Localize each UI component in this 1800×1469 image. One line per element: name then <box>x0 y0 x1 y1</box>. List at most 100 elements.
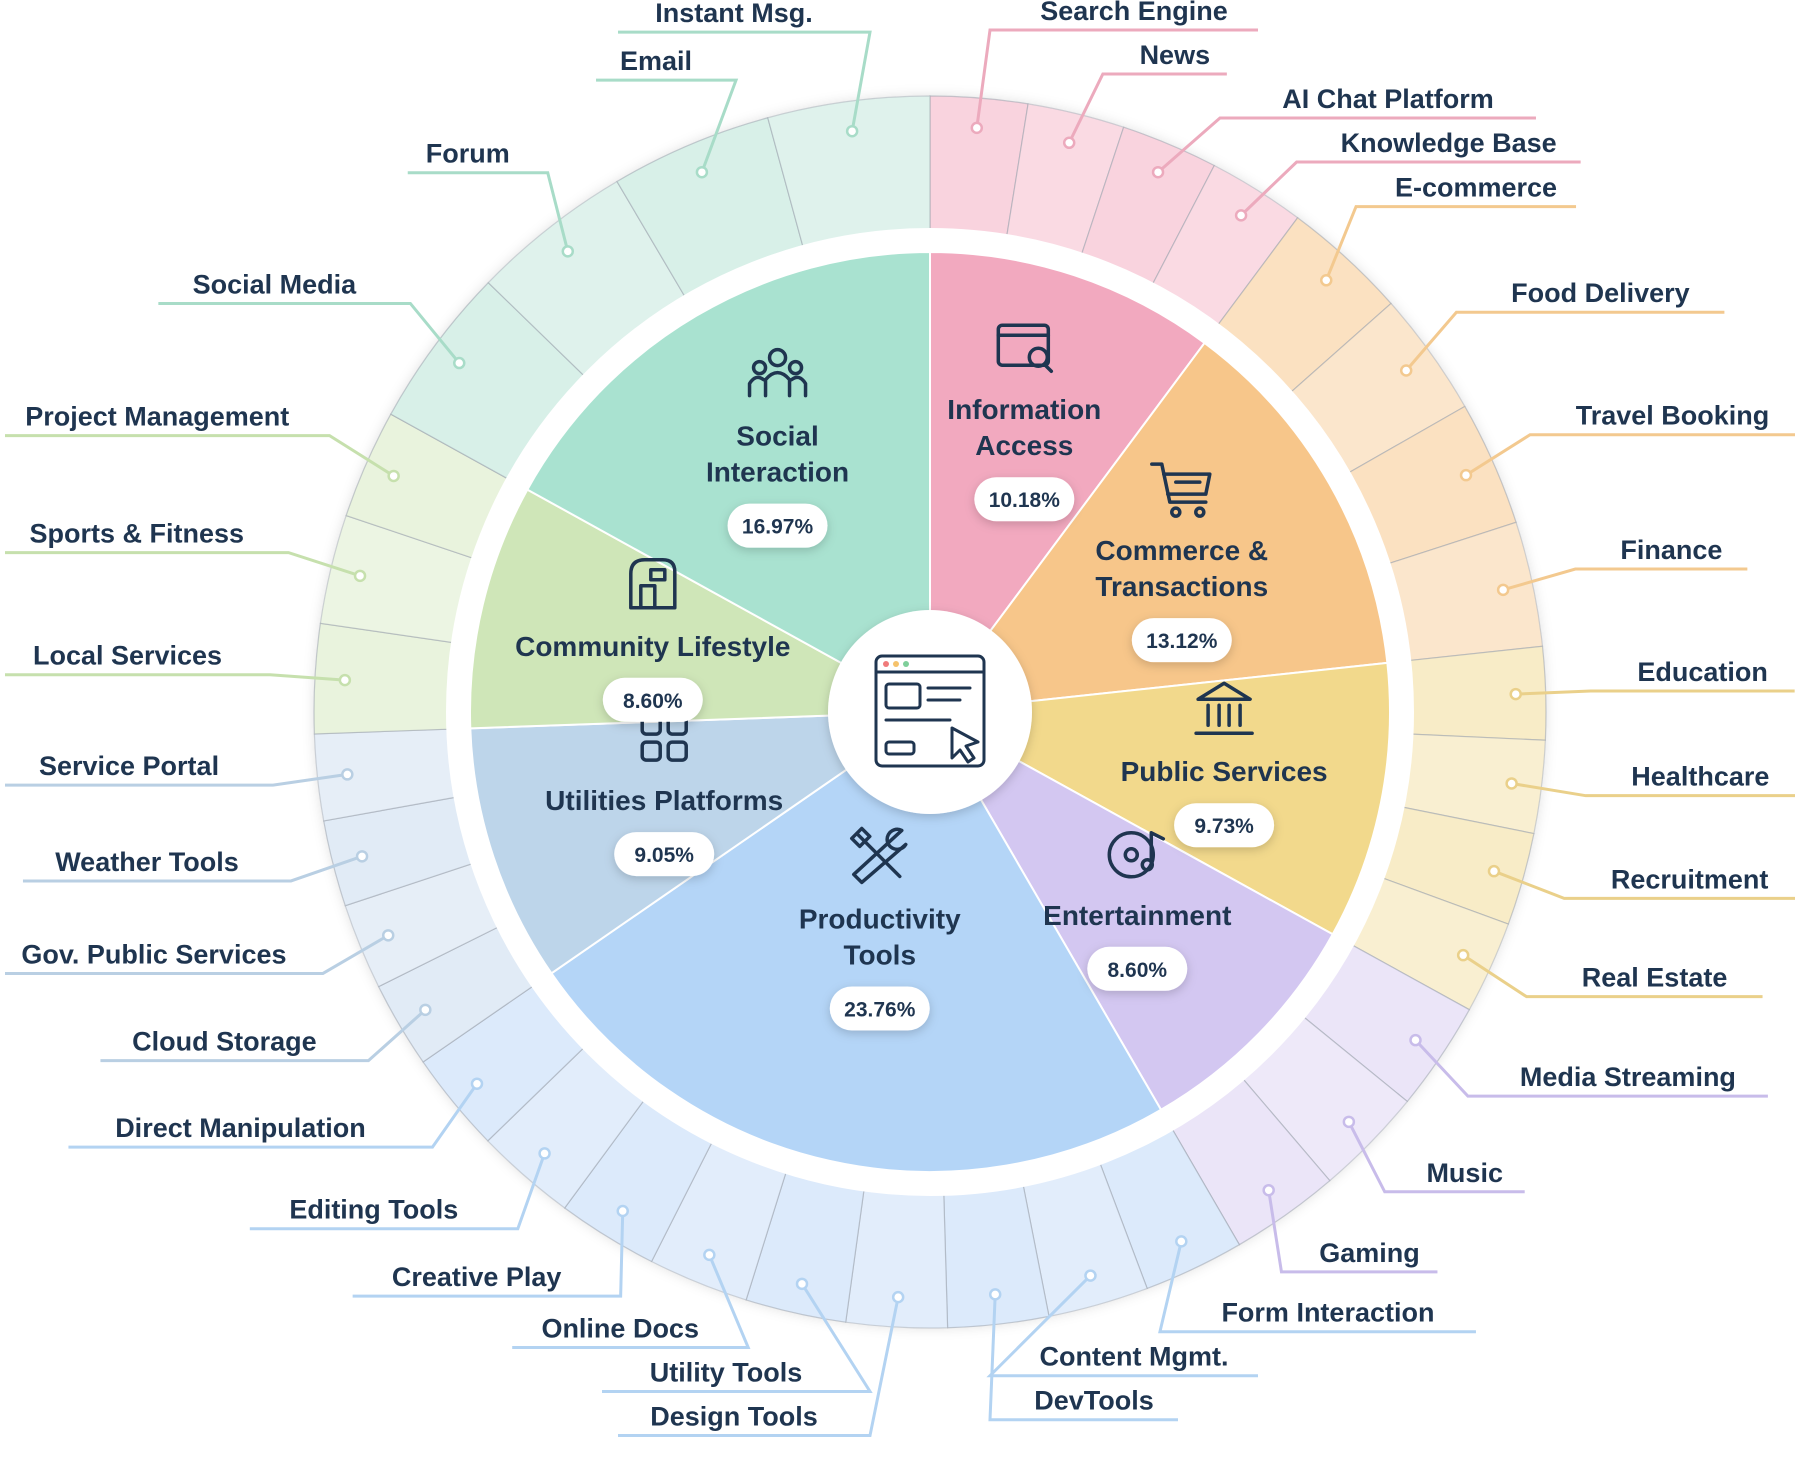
percent-badge: 9.05% <box>614 832 715 877</box>
percent-label: 9.73% <box>1194 815 1254 838</box>
tools-icon <box>850 826 908 885</box>
music-disc-icon <box>1107 831 1166 879</box>
leader-dot <box>1459 468 1473 482</box>
leader-line <box>5 673 345 682</box>
leader-travel-booking: Travel Booking <box>1459 401 1795 482</box>
leader-social-media: Social Media <box>158 269 466 370</box>
leader-design-tools: Design Tools <box>618 1290 905 1438</box>
subcategory-label-education: Education <box>1637 657 1768 687</box>
leader-line <box>68 1082 479 1149</box>
subcategory-label-online-docs: Online Docs <box>541 1314 699 1344</box>
percent-badge: 13.12% <box>1131 618 1232 663</box>
leader-dot <box>695 165 709 179</box>
percent-label: 8.60% <box>1108 959 1168 982</box>
leader-dot <box>470 1077 484 1090</box>
leader-line <box>5 551 361 578</box>
leader-dot <box>1456 948 1470 962</box>
leader-line <box>5 434 395 478</box>
leader-gov-public-services: Gov. Public Services <box>5 929 395 975</box>
subcategory-label-healthcare: Healthcare <box>1631 762 1769 792</box>
subcategory-label-local-services: Local Services <box>33 641 222 671</box>
leader-dot <box>1320 274 1333 287</box>
leader-utility-tools: Utility Tools <box>602 1277 873 1394</box>
subcategory-label-content-mgmt: Content Mgmt. <box>1040 1342 1229 1372</box>
category-label: Entertainment <box>1043 900 1231 931</box>
building-icon <box>629 558 677 610</box>
leader-food-delivery: Food Delivery <box>1399 278 1725 377</box>
leader-line <box>512 1254 751 1350</box>
leader-line <box>618 1296 900 1438</box>
leader-online-docs: Online Docs <box>512 1248 751 1350</box>
leader-dot <box>703 1248 716 1262</box>
leader-devtools: DevTools <box>988 1288 1178 1422</box>
leader-media-streaming: Media Streaming <box>1409 1033 1768 1098</box>
leader-dot <box>1234 209 1248 222</box>
subcategory-label-cloud-storage: Cloud Storage <box>132 1027 317 1057</box>
percent-label: 13.12% <box>1146 630 1218 653</box>
leader-dot <box>1487 864 1501 878</box>
leader-healthcare: Healthcare <box>1505 762 1795 798</box>
leader-local-services: Local Services <box>5 641 352 687</box>
leader-finance: Finance <box>1496 535 1748 597</box>
leader-line <box>618 30 872 132</box>
leader-sports-fitness: Sports & Fitness <box>5 519 367 583</box>
web-browser-cursor-icon <box>874 654 986 768</box>
percent-label: 16.97% <box>742 516 814 539</box>
leader-e-commerce: E-commerce <box>1320 173 1577 287</box>
subcategory-label-forum: Forum <box>426 139 510 169</box>
leader-line <box>352 1210 625 1298</box>
subcategory-label-devtools: DevTools <box>1034 1386 1154 1416</box>
leader-line <box>1462 953 1763 999</box>
shopping-cart-icon <box>1150 462 1212 518</box>
leader-line <box>1324 205 1577 281</box>
percent-badge: 8.60% <box>602 677 703 722</box>
wedge-social-interaction <box>525 250 931 714</box>
subcategory-label-gaming: Gaming <box>1319 1238 1420 1268</box>
subcategory-label-design-tools: Design Tools <box>650 1402 818 1432</box>
leader-dot <box>970 121 984 135</box>
subcategory-label-real-estate: Real Estate <box>1582 963 1728 993</box>
subcategory-label-utility-tools: Utility Tools <box>650 1358 803 1388</box>
subcategory-label-travel-booking: Travel Booking <box>1576 401 1770 431</box>
subcategory-label-gov-public-services: Gov. Public Services <box>21 939 286 969</box>
leader-instant-msg: Instant Msg. <box>618 0 872 138</box>
percent-badge: 8.60% <box>1087 946 1188 991</box>
leader-service-portal: Service Portal <box>5 751 354 787</box>
leader-line <box>975 28 1258 129</box>
category-entertainment: Entertainment 8.60% <box>1043 831 1231 991</box>
leader-weather-tools: Weather Tools <box>22 847 369 883</box>
category-label: Commerce &Transactions <box>1095 535 1268 602</box>
leader-line <box>249 1152 546 1231</box>
subcategory-label-instant-msg: Instant Msg. <box>655 0 813 28</box>
leader-line <box>1158 1241 1476 1334</box>
center-hub <box>828 610 1032 814</box>
leader-dot <box>353 569 367 583</box>
wedge-public-services <box>926 661 1391 936</box>
leader-dot <box>1509 687 1522 701</box>
leader-knowledge-base: Knowledge Base <box>1234 128 1581 222</box>
subcategory-label-social-media: Social Media <box>193 269 358 299</box>
subcategory-label-ai-chat-platform: AI Chat Platform <box>1282 84 1494 114</box>
people-group-icon <box>747 347 808 398</box>
leader-content-mgmt: Content Mgmt. <box>986 1269 1258 1378</box>
leader-music: Music <box>1342 1115 1525 1194</box>
percent-badge: 10.18% <box>974 477 1075 522</box>
leader-email: Email <box>596 46 739 179</box>
leader-dot <box>338 673 352 687</box>
leader-dot <box>341 768 354 781</box>
leader-real-estate: Real Estate <box>1456 948 1763 999</box>
leader-dot <box>538 1147 551 1160</box>
leader-line <box>1240 160 1581 217</box>
leader-line <box>100 1008 427 1063</box>
subcategory-label-form-interaction: Form Interaction <box>1221 1298 1434 1328</box>
subcategory-label-email: Email <box>620 46 692 76</box>
leader-dot <box>387 469 400 483</box>
subcategory-label-weather-tools: Weather Tools <box>55 847 239 877</box>
wedge-community-lifestyle <box>469 488 934 730</box>
leader-recruitment: Recruitment <box>1487 864 1795 900</box>
